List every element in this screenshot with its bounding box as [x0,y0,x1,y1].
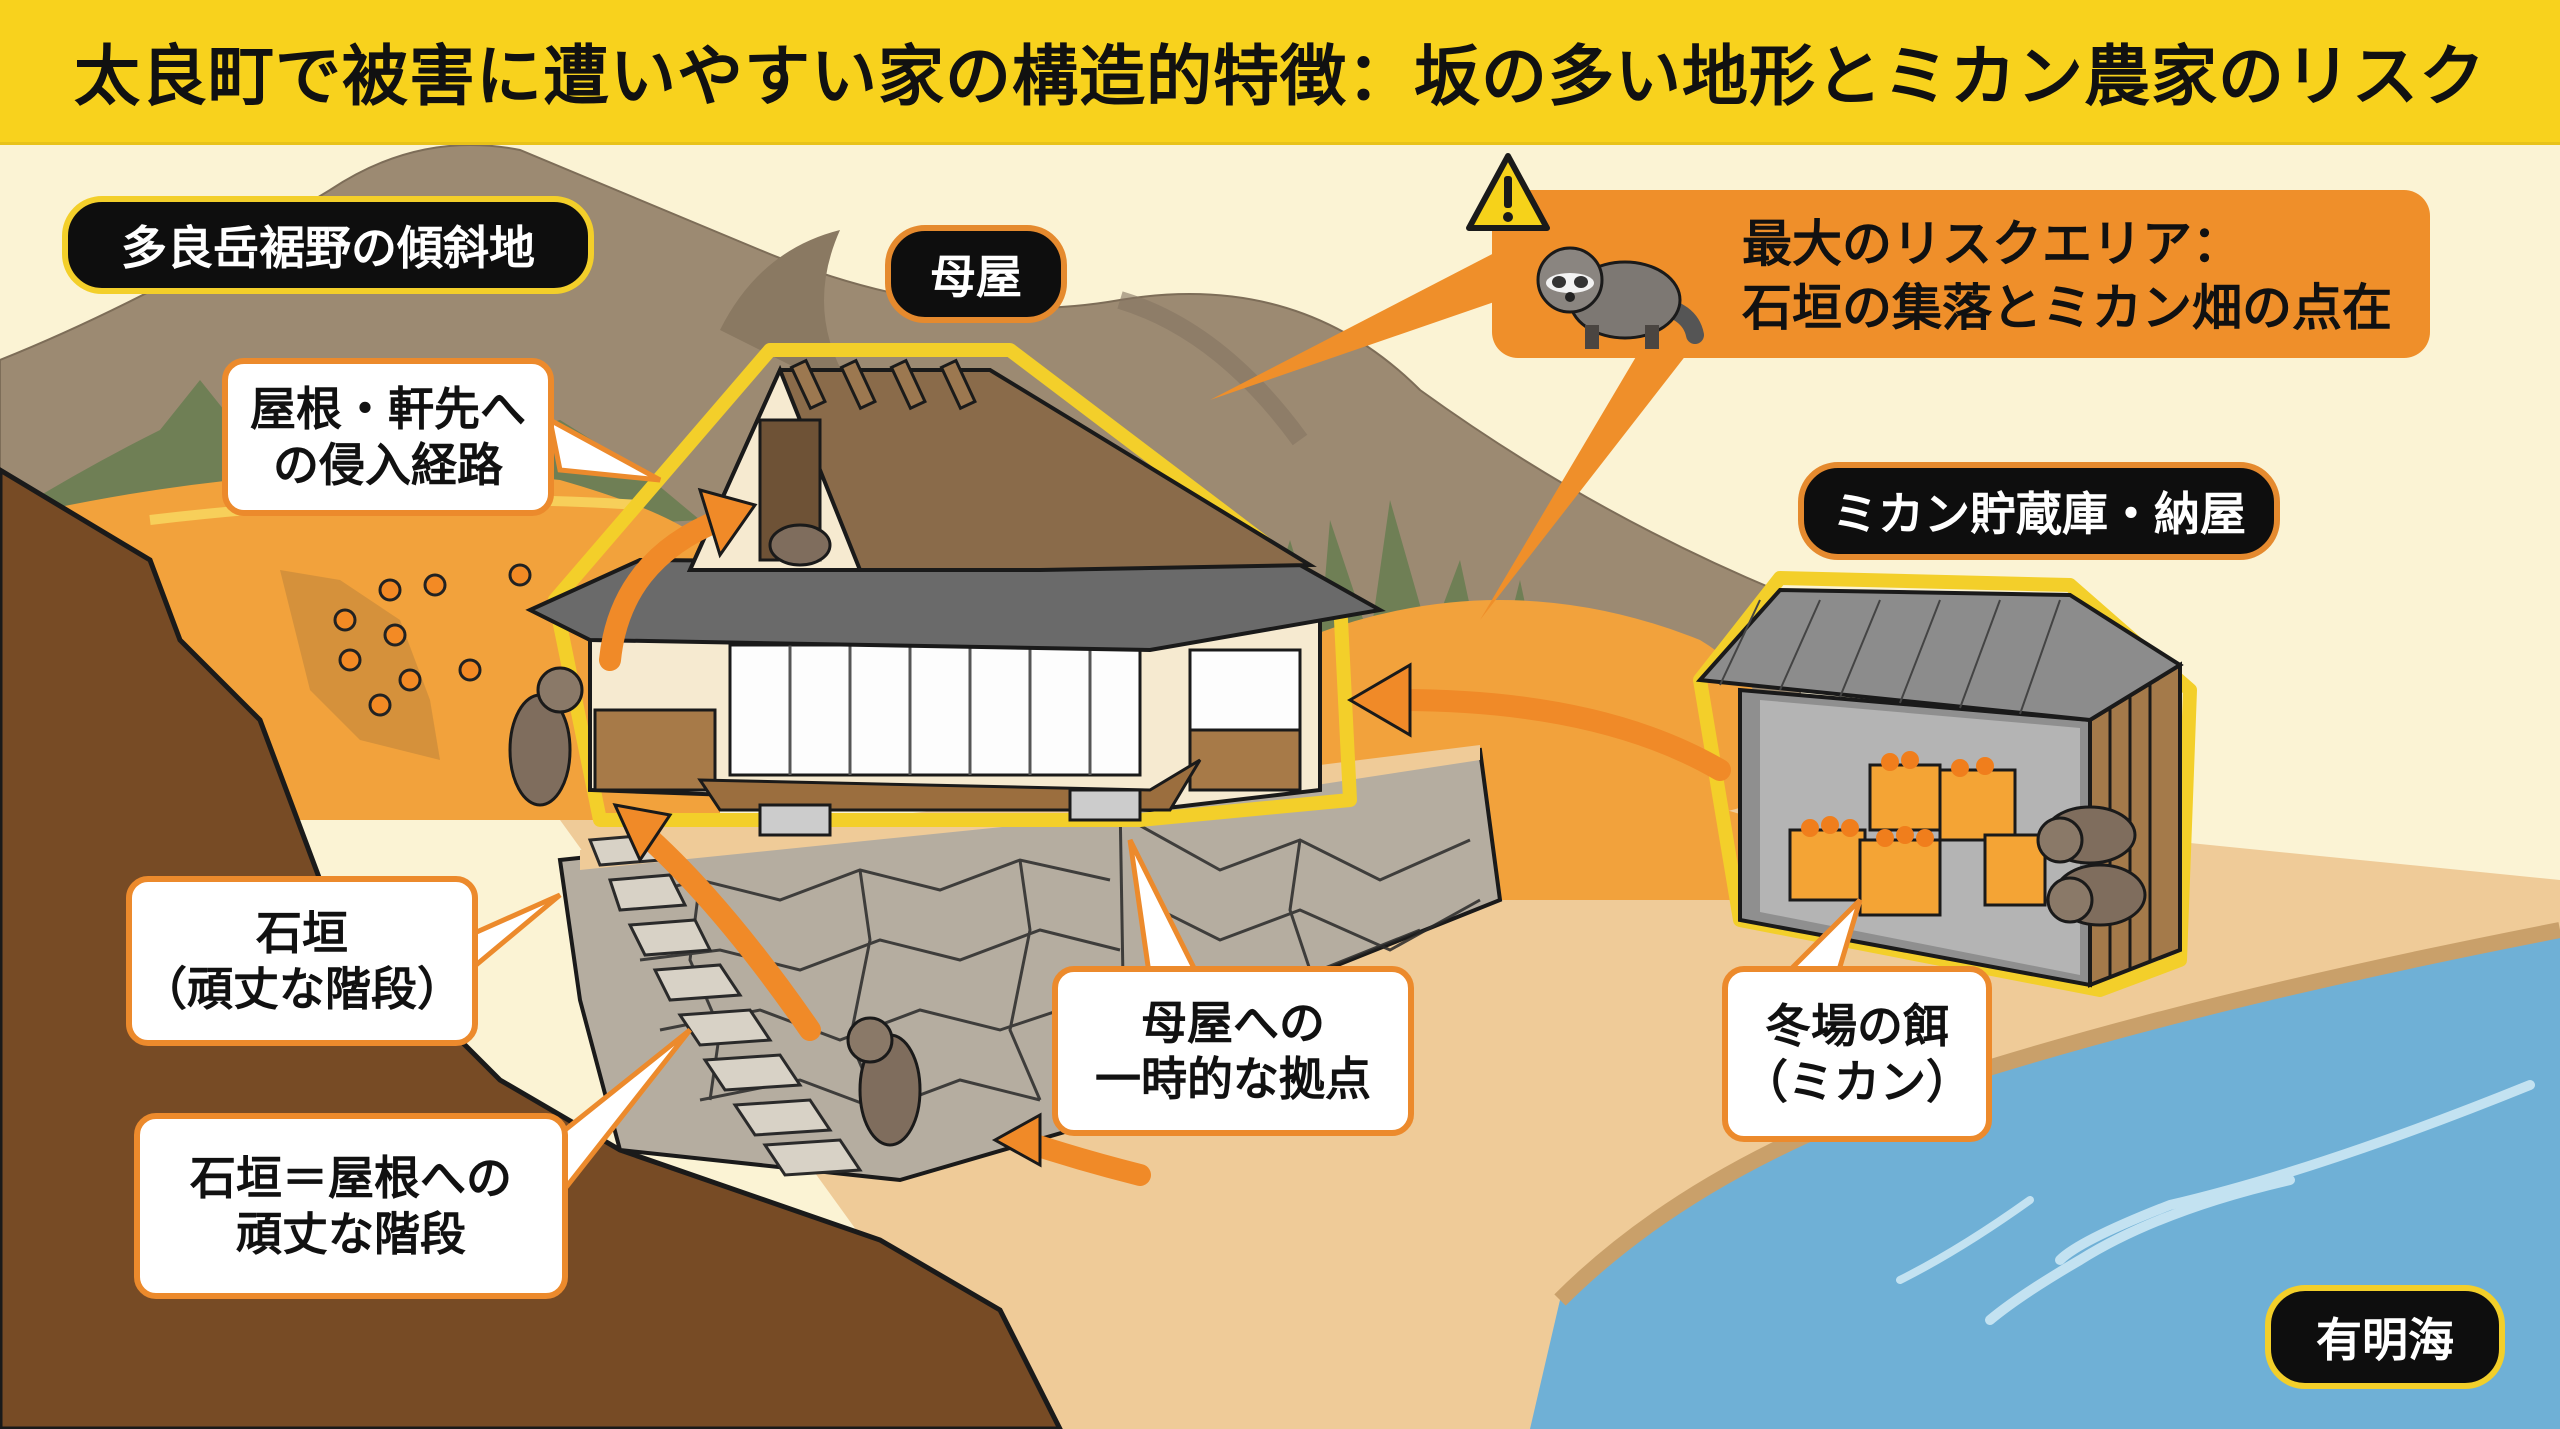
label-sea: 有明海 [2265,1285,2505,1389]
page-title: 太良町で被害に遭いやすい家の構造的特徴：坂の多い地形とミカン農家のリスク [74,38,2486,115]
callout-roof-entry: 屋根・軒先へ の侵入経路 [222,358,554,516]
callout-roof-entry-line1: 屋根・軒先へ [250,381,526,436]
callout-stone-wall-roof-line2: 頑丈な階段 [236,1207,466,1261]
risk-line-2: 石垣の集落とミカン畑の点在 [1742,279,2392,337]
main-house-illustration [525,343,1386,837]
callout-temporary-base-line2: 一時的な拠点 [1095,1052,1371,1106]
risk-area-callout: 最大のリスクエリア： 石垣の集落とミカン畑の点在 [1492,190,2430,358]
callout-stone-wall-line2: （頑丈な階段） [141,962,463,1016]
storehouse-illustration [1693,571,2197,997]
callout-temporary-base-line1: 母屋への [1141,995,1325,1050]
label-storehouse: ミカン貯蔵庫・納屋 [1798,462,2280,560]
raccoon-icon [508,523,922,1147]
mikan-trees [333,563,532,717]
arrow-head-icon [612,487,1412,1168]
callout-winter-food-line1: 冬場の餌 [1765,998,1949,1053]
raccoon-icon [1536,246,1704,349]
label-sea-text: 有明海 [2316,1313,2454,1367]
warning-triangle-icon [1466,153,1550,231]
label-slope-text: 多良岳裾野の傾斜地 [121,221,535,275]
arrow-icon [599,509,1731,1186]
mikan-crates [1788,763,2047,917]
risk-line-1: 最大のリスクエリア： [1742,215,2242,273]
callout-winter-food-line2: （ミカン） [1742,1055,1972,1109]
label-slope: 多良岳裾野の傾斜地 [62,196,594,294]
label-main-house-text: 母屋 [930,250,1022,304]
label-main-house: 母屋 [885,225,1067,323]
callout-stone-wall-line1: 石垣 [256,905,348,960]
label-storehouse-text: ミカン貯蔵庫・納屋 [1832,487,2246,541]
callout-stone-wall-roof-line1: 石垣＝屋根への [190,1150,512,1205]
callout-stone-wall: 石垣 （頑丈な階段） [126,876,478,1046]
callout-roof-entry-line2: の侵入経路 [273,438,503,492]
callout-temporary-base: 母屋への 一時的な拠点 [1052,966,1414,1136]
callout-pointer [1210,250,1690,620]
callout-stone-wall-roof: 石垣＝屋根への 頑丈な階段 [134,1113,568,1299]
callout-winter-food: 冬場の餌 （ミカン） [1722,966,1992,1142]
raccoon-icon [2036,805,2147,927]
title-banner: 太良町で被害に遭いやすい家の構造的特徴：坂の多い地形とミカン農家のリスク [0,0,2560,142]
